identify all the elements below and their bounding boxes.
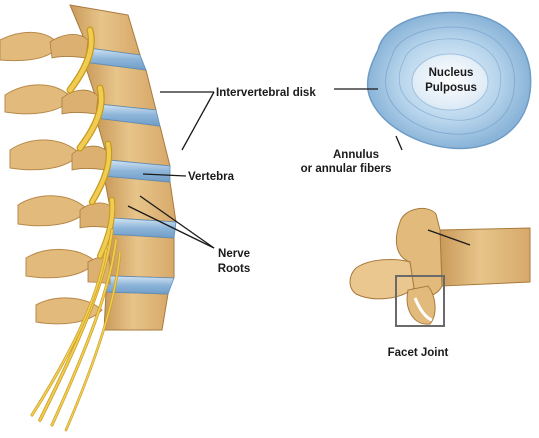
label-nerve-roots-line1: Nerve [218,248,250,260]
label-nerve-roots-line2: Roots [218,263,251,275]
label-intervertebral-disk: Intervertebral disk [216,87,316,99]
label-nucleus-line1: Nucleus [429,67,474,79]
label-annulus-line1: Annulus [333,149,379,161]
label-annulus-line2: or annular fibers [301,163,392,175]
label-facet-joint: Facet Joint [388,347,449,359]
facet-joint-illustration [350,208,530,326]
label-nucleus-line2: Pulposus [425,82,477,94]
disk-cross-section [368,12,531,148]
label-vertebra: Vertebra [188,171,235,183]
spinal-column [0,5,176,430]
posterior-processes [0,32,102,323]
